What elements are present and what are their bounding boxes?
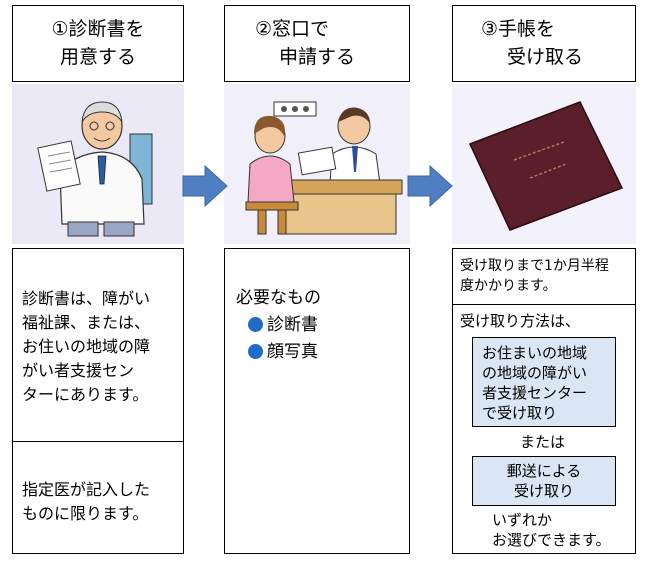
doctor-icon bbox=[37, 101, 153, 237]
step1-divider bbox=[12, 441, 184, 442]
step2-title-box: ②窓口で 申請する bbox=[224, 5, 410, 82]
step1-note1-line: 福祉課、または、 bbox=[22, 313, 151, 332]
required-item: 診断書 bbox=[248, 313, 318, 337]
arrow-right-icon bbox=[182, 164, 228, 208]
step3-duration: 受け取りまで1か月半程 度かかります。 bbox=[460, 256, 609, 296]
reception-counter-icon bbox=[245, 101, 403, 235]
arrow-right-icon bbox=[407, 164, 453, 208]
pickup-option-line: 郵送による bbox=[506, 462, 582, 480]
required-item: 顔写真 bbox=[248, 340, 318, 364]
step3-duration-line: 度かかります。 bbox=[460, 278, 557, 294]
step1-note2-line: 指定医が記入した bbox=[22, 480, 151, 499]
step2-title-line1: ②窓口で bbox=[255, 18, 330, 40]
step1-note2: 指定医が記入した ものに限ります。 bbox=[22, 478, 150, 526]
required-item-label: 顔写真 bbox=[267, 342, 318, 362]
doctor-illustration bbox=[12, 84, 184, 244]
step3-divider bbox=[452, 304, 636, 305]
pickup-option-line: 者支援センター bbox=[482, 384, 588, 402]
step1-note1-line: お住いの地域の障 bbox=[22, 337, 151, 356]
or-label: または bbox=[520, 433, 566, 451]
pickup-option-line: 受け取り bbox=[513, 482, 574, 500]
step1-note1-line: ターにあります。 bbox=[22, 385, 149, 404]
step3-closing: いずれか お選びできます。 bbox=[492, 510, 611, 550]
required-items-heading: 必要なもの bbox=[236, 288, 321, 308]
step3-title-line1: ③手帳を bbox=[481, 18, 556, 40]
pickup-option-mail: 郵送による 受け取り bbox=[472, 456, 616, 506]
step1-note2-line: ものに限ります。 bbox=[22, 504, 149, 523]
step3-title-box: ③手帳を 受け取る bbox=[452, 5, 636, 82]
step3-closing-line: お選びできます。 bbox=[492, 531, 611, 549]
bullet-icon bbox=[248, 317, 263, 332]
step3-duration-line: 受け取りまで1か月半程 bbox=[460, 258, 609, 274]
step1-title-box: ①診断書を 用意する bbox=[12, 5, 184, 82]
required-item-label: 診断書 bbox=[267, 315, 318, 335]
step3-title-line2: 受け取る bbox=[507, 46, 584, 68]
step1-notes-box bbox=[12, 248, 184, 554]
step1-note1-line: がい者支援セン bbox=[22, 361, 135, 380]
step1-title-line1: ①診断書を bbox=[51, 18, 145, 40]
counter-illustration bbox=[224, 84, 410, 244]
pickup-option-line: の地域の障がい bbox=[482, 364, 588, 382]
passbook-illustration bbox=[452, 84, 636, 244]
step2-notes-box bbox=[224, 248, 410, 554]
step1-note1-line: 診断書は、障がい bbox=[22, 289, 151, 308]
pickup-option-line: お住まいの地域 bbox=[482, 344, 588, 362]
passbook-icon bbox=[468, 101, 624, 231]
step1-title-line2: 用意する bbox=[59, 46, 136, 68]
step1-note1: 診断書は、障がい 福祉課、または、 お住いの地域の障 がい者支援セン ターにあり… bbox=[22, 287, 150, 407]
step3-method-heading: 受け取り方法は、 bbox=[460, 312, 581, 330]
step3-closing-line: いずれか bbox=[492, 511, 553, 529]
bullet-icon bbox=[248, 344, 263, 359]
pickup-option-line: で受け取り bbox=[482, 404, 558, 422]
pickup-option-center: お住まいの地域 の地域の障がい 者支援センター で受け取り bbox=[472, 337, 616, 427]
step2-title-line2: 申請する bbox=[279, 46, 356, 68]
